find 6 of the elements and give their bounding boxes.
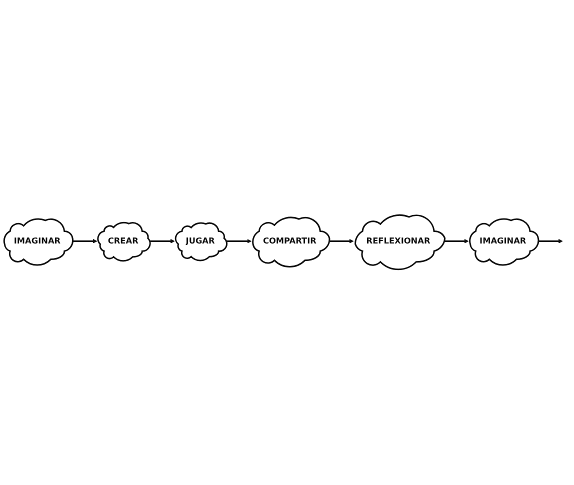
arrow — [149, 239, 175, 244]
arrow — [328, 239, 354, 244]
arrow — [72, 239, 98, 244]
arrow — [537, 239, 563, 244]
arrow — [443, 239, 469, 244]
arrow — [226, 239, 252, 244]
